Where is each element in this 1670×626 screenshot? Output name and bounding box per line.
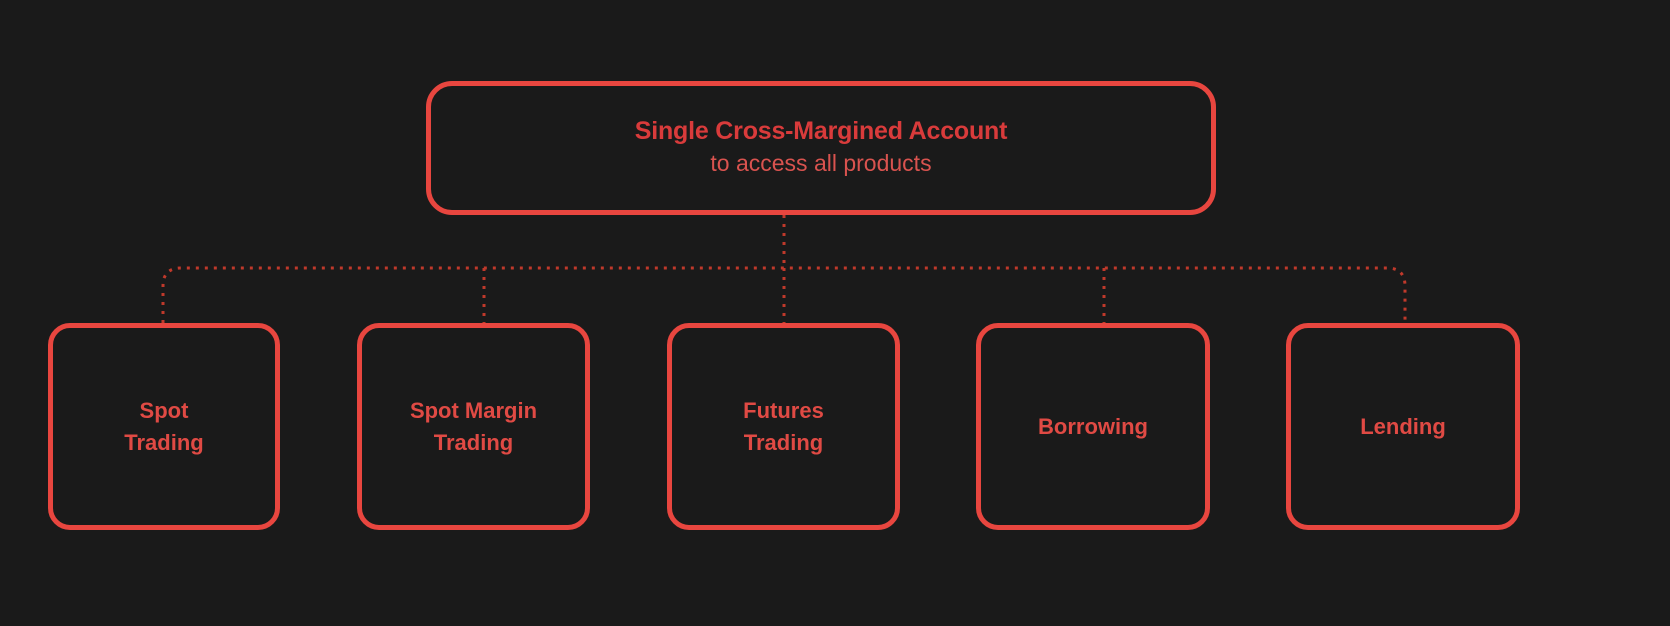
connector-bus	[161, 266, 1407, 323]
leaf-node-lending[interactable]: Lending	[1286, 323, 1520, 530]
root-node-title: Single Cross-Margined Account	[634, 117, 1008, 146]
leaf-node-futures-trading[interactable]: Futures Trading	[667, 323, 900, 530]
leaf-node-label: Borrowing	[1038, 413, 1148, 439]
leaf-node-label: Spot Trading	[124, 397, 204, 455]
leaf-node-label: Spot Margin Trading	[409, 397, 538, 455]
leaf-node-spot-trading[interactable]: Spot Trading	[48, 323, 280, 530]
leaf-node-label: Futures Trading	[743, 397, 824, 455]
root-node-subtitle: to access all products	[710, 150, 932, 177]
leaf-node-label: Lending	[1360, 413, 1446, 439]
leaf-node-spot-margin-trading[interactable]: Spot Margin Trading	[357, 323, 590, 530]
root-node-cross-margined-account[interactable]: Single Cross-Margined Account to access …	[426, 81, 1216, 215]
leaf-node-borrowing[interactable]: Borrowing	[976, 323, 1210, 530]
